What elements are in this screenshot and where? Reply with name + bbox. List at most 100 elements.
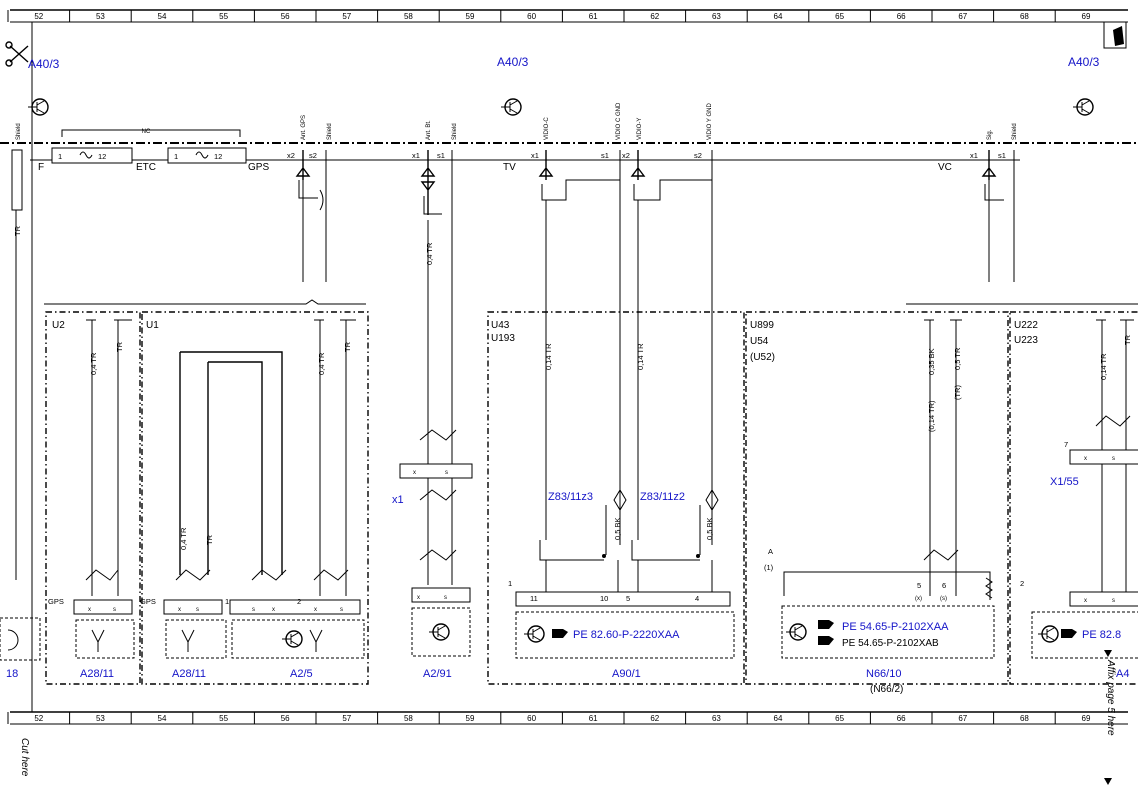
top-ruler-number: 60 — [527, 12, 536, 21]
variant-u193: U193 — [491, 333, 515, 344]
nc-bracket: NC — [61, 129, 241, 137]
svg-text:1: 1 — [225, 597, 229, 606]
variant-u2: U2 — [52, 320, 65, 331]
variant-box-u222 — [1009, 311, 1138, 685]
bottom-ruler-number: 57 — [342, 714, 351, 723]
svg-text:GPS: GPS — [248, 162, 269, 173]
svg-text:0,14 TR: 0,14 TR — [1099, 353, 1108, 380]
svg-text:12: 12 — [98, 152, 106, 161]
affix-note: Affix page 5 here — [1105, 659, 1116, 736]
bus-pin-vidio-c-gnd: s1 VIDIO C GND — [601, 102, 622, 160]
svg-text:TR: TR — [13, 225, 22, 236]
svg-text:TR: TR — [205, 534, 214, 545]
svg-text:s1: s1 — [437, 151, 445, 160]
page-corner-tab-icon — [1103, 21, 1127, 49]
n66-wires: (0,14 TR) 0,35 BK (TR) 0,5 TR — [783, 319, 993, 600]
svg-text:VIDIO Y GND: VIDIO Y GND — [707, 103, 713, 140]
svg-text:0,5 BK: 0,5 BK — [705, 517, 714, 540]
component-left-partial: 18 — [0, 617, 41, 680]
variant-u1: U1 — [146, 320, 159, 331]
svg-text:0,5 TR: 0,5 TR — [953, 347, 962, 370]
svg-text:1: 1 — [508, 579, 512, 588]
svg-text:A2/5: A2/5 — [290, 668, 313, 680]
svg-text:s: s — [340, 607, 343, 613]
slot-label-tv: TV — [503, 162, 516, 173]
pe-ref-right: PE 82.8 — [1082, 629, 1121, 641]
svg-text:x: x — [413, 470, 416, 476]
svg-text:s: s — [444, 595, 447, 601]
variant-u222: U222 — [1014, 320, 1038, 331]
hand-pointer-icon — [1061, 629, 1077, 638]
svg-text:0,4 TR: 0,4 TR — [89, 352, 98, 375]
bottom-ruler-number: 56 — [281, 714, 290, 723]
svg-text:(TR): (TR) — [953, 385, 962, 400]
svg-text:0,4 TR: 0,4 TR — [179, 527, 188, 550]
scissors-icon — [5, 41, 29, 67]
svg-text:1: 1 — [174, 152, 178, 161]
tv-shield-wiring — [539, 540, 713, 596]
variant-u52: (U52) — [750, 352, 775, 363]
svg-text:x: x — [314, 607, 317, 613]
bus-pin-vidio-y-gnd: s2 VIDIO Y GND — [694, 103, 713, 160]
component-a90-1: PE 82.60-P-2220XAA A90/1 — [515, 611, 735, 680]
svg-text:s2: s2 — [694, 151, 702, 160]
svg-text:7: 7 — [1064, 440, 1068, 449]
u222-wires: 0,14 TR TR x s 7 X1/55 — [1050, 319, 1138, 596]
bottom-ruler-number: 66 — [897, 714, 906, 723]
svg-text:GPS: GPS — [140, 597, 156, 606]
top-ruler-number: 58 — [404, 12, 413, 21]
top-ruler-number: 56 — [281, 12, 290, 21]
hand-pointer-icon — [818, 620, 834, 629]
top-ruler-number: 53 — [96, 12, 105, 21]
pe-ref-n66-2: PE 54.65-P-2102XAB — [842, 638, 939, 649]
top-ruler-number: 57 — [342, 12, 351, 21]
top-ruler-number: 54 — [158, 12, 167, 21]
svg-text:18: 18 — [6, 668, 18, 680]
variant-box-u43 — [487, 311, 745, 685]
pe-ref-a90-1: PE 82.60-P-2220XAA — [573, 629, 680, 641]
svg-text:Shield: Shield — [16, 123, 22, 140]
svg-text:0,14 TR: 0,14 TR — [636, 343, 645, 370]
top-ruler-number: 63 — [712, 12, 721, 21]
svg-text:Shield: Shield — [452, 123, 458, 140]
pin-strips: GPS x s GPS x s 1 2 s x x s x s 1 11 10 … — [48, 547, 1138, 615]
arrow-down-icon — [1104, 778, 1112, 785]
svg-text:A2/91: A2/91 — [423, 668, 452, 680]
svg-text:A28/11: A28/11 — [80, 668, 114, 680]
component-a28-11-left: A28/11 — [75, 619, 135, 680]
svg-text:x1: x1 — [412, 151, 420, 160]
variant-box-u899 — [745, 311, 1009, 685]
svg-text:5: 5 — [917, 581, 921, 590]
svg-text:(1): (1) — [764, 563, 774, 572]
bottom-ruler-number: 63 — [712, 714, 721, 723]
slot-label-vc: VC — [938, 162, 952, 173]
svg-text:Ant. Bt.: Ant. Bt. — [426, 120, 432, 140]
bus-pin-ant-gps: x2 Ant. GPS — [287, 115, 307, 160]
transistor-icon-a2-5 — [282, 630, 303, 648]
svg-text:x2: x2 — [287, 151, 295, 160]
svg-text:A4: A4 — [1116, 668, 1129, 680]
variant-u223: U223 — [1014, 335, 1038, 346]
svg-text:(N66/2): (N66/2) — [870, 684, 903, 695]
upper-wires: TR 0,4 TR — [13, 150, 1015, 585]
connector-z83-11z2: Z83/11z2 0,5 BK 0,14 TR — [636, 343, 719, 558]
bus-pin-sig: x1 Sig. — [970, 129, 993, 160]
transistor-icon-a2-91 — [429, 623, 450, 641]
svg-text:NC: NC — [142, 129, 151, 135]
bus-pin-shield-bt: s1 Shield — [437, 123, 458, 160]
svg-text:s: s — [1112, 598, 1115, 604]
module-ref-right: A40/3 — [1068, 55, 1100, 69]
svg-text:s1: s1 — [601, 151, 609, 160]
variant-u899: U899 — [750, 320, 774, 331]
component-a28-11-u1: A28/11 — [165, 619, 227, 680]
pe-ref-n66-10: PE 54.65-P-2102XAA — [842, 621, 949, 633]
svg-text:10: 10 — [600, 594, 608, 603]
svg-text:TR: TR — [343, 341, 352, 352]
svg-text:2: 2 — [297, 597, 301, 606]
top-ruler-number: 68 — [1020, 12, 1029, 21]
bottom-ruler-number: 69 — [1082, 714, 1091, 723]
svg-text:(s): (s) — [940, 596, 947, 602]
svg-text:0,4 TR: 0,4 TR — [317, 352, 326, 375]
